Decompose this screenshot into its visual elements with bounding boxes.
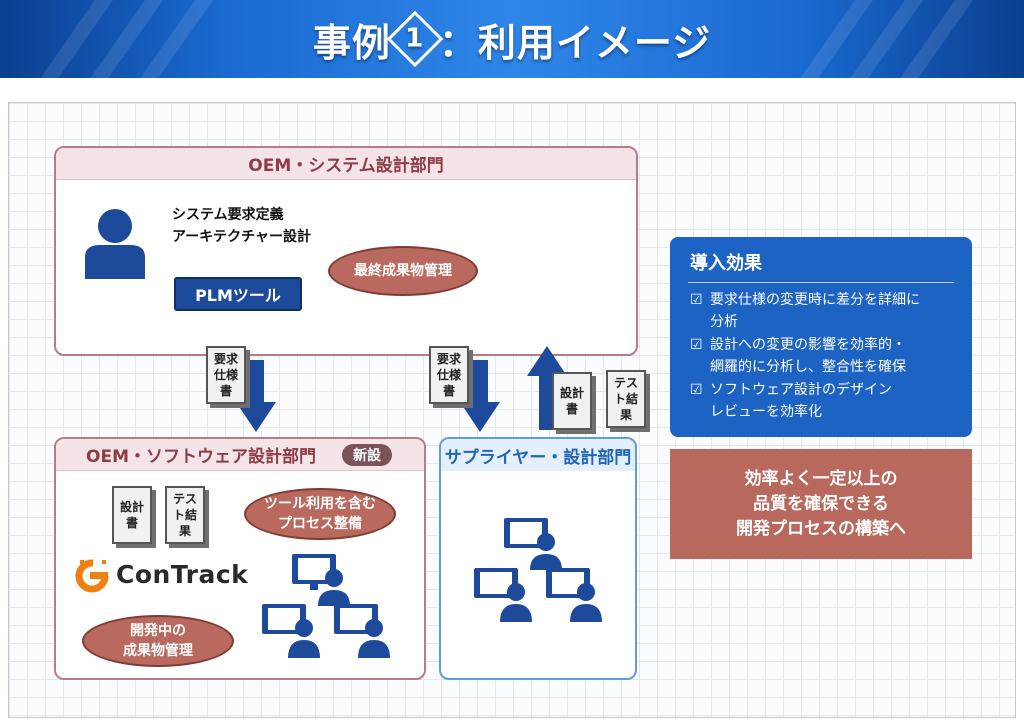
checkbox-icon: ☑	[690, 382, 703, 398]
final-deliverable-ellipse: 最終成果物管理	[328, 246, 478, 296]
effect-title: 導入効果	[690, 253, 762, 274]
contrack-logo-icon	[75, 559, 109, 593]
title-suffix: ：利用イメージ	[438, 20, 712, 65]
conclusion-line-2: 品質を確保できる	[753, 493, 889, 514]
test-result-doc: テスト結果	[165, 486, 205, 544]
effect-item: ☑ ソフトウェア設計のデザインレビューを効率化	[690, 379, 958, 423]
conclusion-line-3: 開発プロセスの構築へ	[736, 518, 906, 539]
header-banner: 事例 1 ：利用イメージ	[0, 0, 1024, 78]
oem-software-title: OEM・ソフトウェア設計部門	[86, 447, 316, 467]
plm-tool-button[interactable]: PLMツール	[174, 277, 302, 311]
person-icon	[85, 209, 145, 279]
process-ellipse: ツール利用を含む プロセス整備	[244, 488, 396, 540]
oem-system-box: OEM・システム設計部門	[54, 146, 638, 356]
arrow-up	[527, 346, 567, 430]
page-title: 事例 1 ：利用イメージ	[0, 0, 1024, 78]
effect-item: ☑ 設計への変更の影響を効率的・網羅的に分析し、整合性を確保	[690, 334, 958, 378]
spec-doc-middle: 要求仕様書	[429, 346, 469, 404]
spec-doc-left: 要求仕様書	[206, 346, 246, 404]
oem-system-title: OEM・システム設計部門	[56, 148, 636, 180]
effect-box: 導入効果 ☑ 要求仕様の変更時に差分を詳細に分析 ☑ 設計への変更の影響を効率的…	[670, 237, 972, 437]
arrow-down-middle	[460, 360, 500, 432]
new-badge: 新設	[342, 444, 392, 466]
design-doc: 設計書	[112, 486, 152, 544]
test-result-doc-up: テスト結果	[606, 370, 646, 428]
title-number: 1	[405, 24, 425, 54]
supplier-title: サプライヤー・設計部門	[441, 439, 635, 471]
checkbox-icon: ☑	[690, 337, 703, 353]
checkbox-icon: ☑	[690, 292, 703, 308]
contrack-logo-text: ConTrack	[116, 560, 249, 589]
system-line-1: システム要求定義	[172, 207, 284, 223]
system-line-2: アーキテクチャー設計	[172, 229, 312, 245]
in-dev-ellipse: 開発中の 成果物管理	[82, 615, 234, 667]
effect-item: ☑ 要求仕様の変更時に差分を詳細に分析	[690, 289, 958, 333]
contrack-logo: ConTrack	[74, 556, 254, 596]
number-diamond: 1	[386, 10, 444, 68]
conclusion-box: 効率よく一定以上の 品質を確保できる 開発プロセスの構築へ	[670, 449, 972, 559]
title-prefix: 事例	[312, 20, 391, 65]
team-computers-icon-supplier	[474, 518, 602, 622]
conclusion-line-1: 効率よく一定以上の	[744, 468, 898, 489]
arrow-down-left	[236, 360, 276, 432]
team-computers-icon-software	[262, 554, 390, 658]
design-doc-up: 設計書	[552, 372, 592, 430]
